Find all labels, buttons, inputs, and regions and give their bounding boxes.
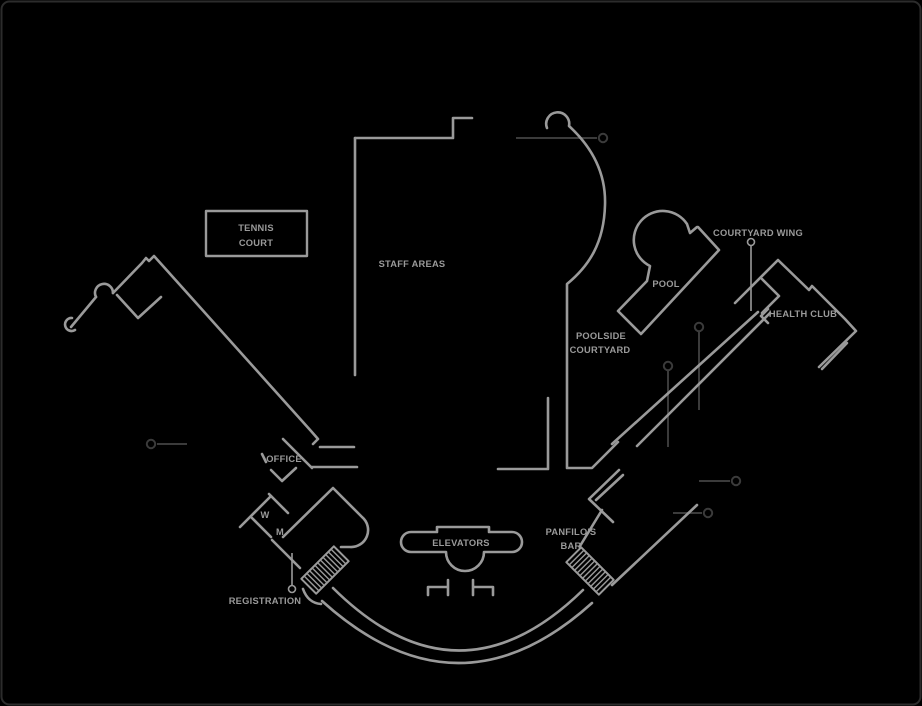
pool-label: POOL <box>652 279 679 289</box>
poolside-courtyard-label-line1: POOLSIDE <box>576 331 626 341</box>
restroom-women-label: W <box>260 510 269 520</box>
poolside-courtyard-label-line2: COURTYARD <box>570 345 631 355</box>
health-club-outline <box>733 258 858 371</box>
office-walls <box>260 437 359 483</box>
northwest-wing-outline <box>63 254 356 449</box>
registration-walls <box>281 486 370 606</box>
pool-outline <box>616 209 721 336</box>
bar-walls <box>565 468 699 596</box>
tennis-court-label-line1: TENNIS <box>238 223 274 233</box>
panfilos-bar-label-line2: BAR <box>561 541 582 551</box>
staff-areas-label: STAFF AREAS <box>379 259 446 269</box>
callout-leaders <box>145 132 742 519</box>
courtyard-wing-label: COURTYARD WING <box>713 228 803 238</box>
registration-label: REGISTRATION <box>229 596 302 606</box>
drive-arcs <box>320 586 594 665</box>
elevators-outline <box>399 525 524 597</box>
tennis-court-outline <box>204 209 309 258</box>
courtyard-wing-corridor <box>610 310 772 448</box>
restroom-men-label: M <box>276 527 284 537</box>
panfilos-bar-label-line1: PANFILO'S <box>546 527 597 537</box>
courtyard-wing-leader <box>746 237 756 311</box>
bar-ramp <box>565 546 615 596</box>
staff-areas-outline <box>353 111 620 471</box>
tennis-court-label-line2: COURT <box>239 238 273 248</box>
registration-ramp <box>300 545 350 595</box>
health-club-label: HEALTH CLUB <box>769 309 837 319</box>
office-label: OFFICE <box>266 454 302 464</box>
restroom-walls <box>238 492 302 570</box>
elevators-label: ELEVATORS <box>432 538 490 548</box>
registration-callout-circle <box>287 584 297 594</box>
